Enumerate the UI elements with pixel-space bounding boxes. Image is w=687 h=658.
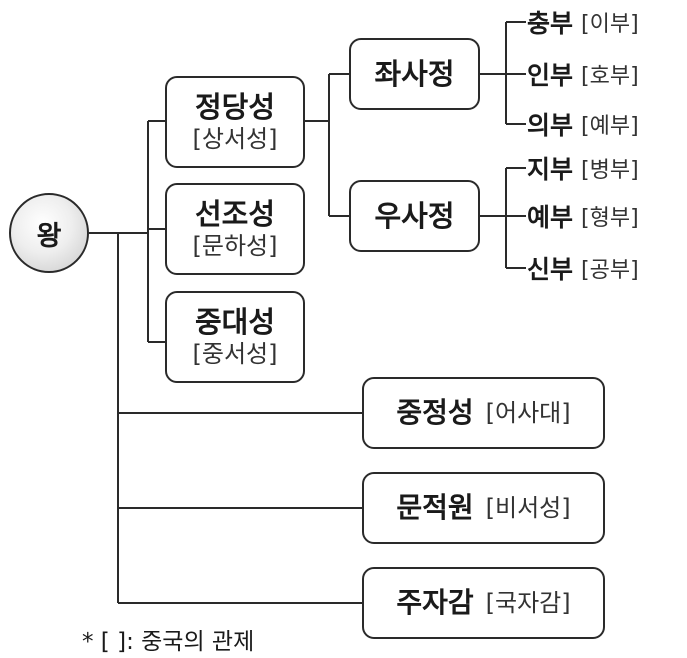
- connector-dept-left: [480, 21, 526, 125]
- node-name: 중대성: [194, 305, 276, 339]
- department-item: 예부[형부]: [527, 203, 639, 232]
- department-item: 지부[병부]: [527, 155, 639, 184]
- independent-node-jungjeong: 중정성 [어사대]: [362, 377, 605, 449]
- node-name: 우사정: [374, 199, 455, 233]
- level1-node-jungdae: 중대성 [중서성]: [165, 291, 305, 383]
- node-alias: [어사대]: [485, 399, 571, 427]
- king-node: 왕: [9, 193, 89, 273]
- level1-node-jeongdang: 정당성 [상서성]: [165, 76, 305, 168]
- node-name: 주자감: [396, 586, 474, 619]
- level1-node-seonjo: 선조성 [문하성]: [165, 183, 305, 275]
- node-alias: [중서성]: [192, 340, 278, 368]
- node-alias: [국자감]: [485, 589, 571, 617]
- node-alias: [문하성]: [192, 232, 278, 260]
- king-label: 왕: [36, 220, 62, 252]
- minister-node-right: 우사정: [349, 180, 480, 252]
- department-item: 충부[이부]: [527, 9, 639, 38]
- node-alias: [비서성]: [485, 494, 571, 522]
- node-name: 문적원: [396, 491, 474, 524]
- connector-dept-right: [480, 167, 526, 269]
- minister-node-left: 좌사정: [349, 38, 480, 110]
- independent-node-juja: 주자감 [국자감]: [362, 567, 605, 639]
- node-name: 정당성: [194, 90, 276, 124]
- connector-ministers: [305, 73, 349, 217]
- node-name: 중정성: [396, 396, 474, 429]
- node-name: 선조성: [194, 197, 276, 231]
- department-item: 신부[공부]: [527, 255, 639, 284]
- node-name: 좌사정: [374, 57, 455, 91]
- node-alias: [상서성]: [192, 125, 278, 153]
- footnote: * [ ]: 중국의 관제: [82, 629, 255, 655]
- independent-node-munjeok: 문적원 [비서성]: [362, 472, 605, 544]
- department-item: 의부[예부]: [527, 111, 639, 140]
- department-item: 인부[호부]: [527, 61, 639, 90]
